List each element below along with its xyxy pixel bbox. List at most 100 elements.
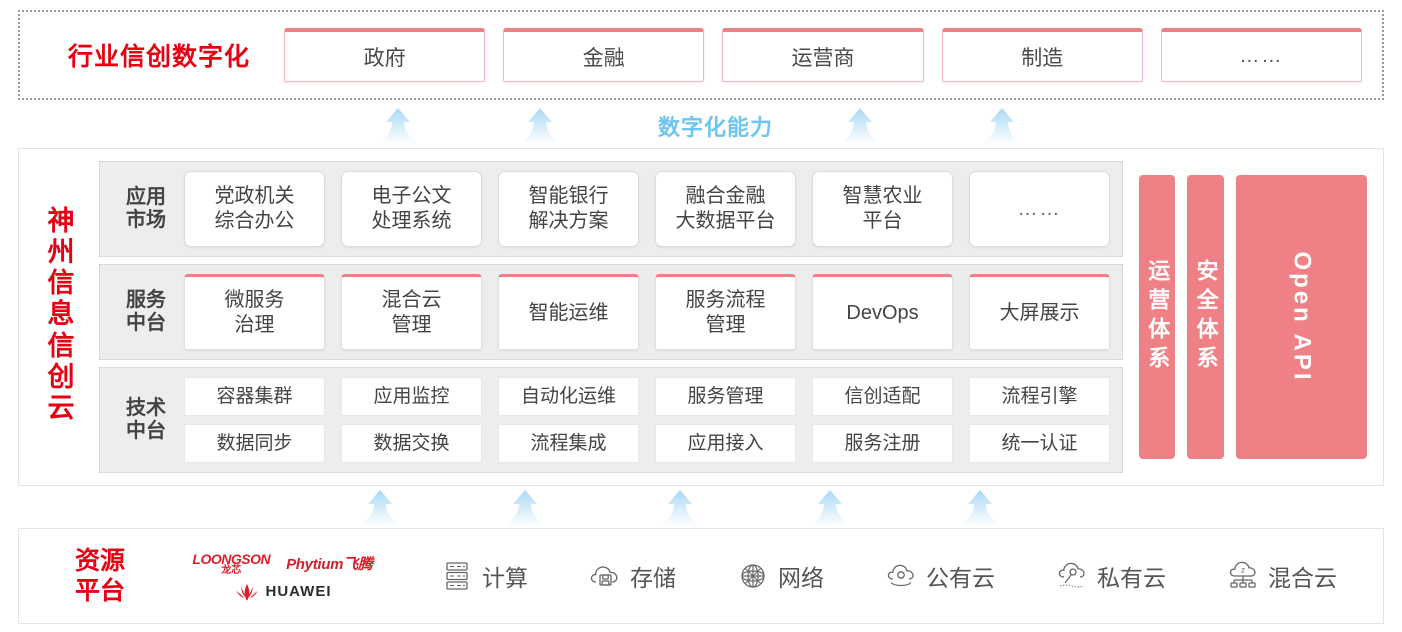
vtitle-char: 息 xyxy=(47,299,75,330)
pillar-open-api[interactable]: Open API xyxy=(1235,175,1367,459)
svc-cell-intelligent-ops[interactable]: 智能运维 xyxy=(498,274,639,351)
tech-cell-app-access[interactable]: 应用接入 xyxy=(655,424,796,463)
up-arrow-icon xyxy=(518,106,562,146)
tech-cell-app-monitoring[interactable]: 应用监控 xyxy=(341,377,482,417)
up-arrow-icon xyxy=(376,106,420,146)
capability-arrow-strip: 数字化能力 xyxy=(18,104,1384,146)
band-service-platform: 服务 中台 微服务治理 混合云管理 智能运维 服务流程管理 DevOps 大屏展… xyxy=(99,264,1123,361)
tech-cell-process-engine[interactable]: 流程引擎 xyxy=(969,377,1110,417)
resource-item-private-cloud[interactable]: 私有云 xyxy=(1055,559,1166,593)
band-label-line: 应用 xyxy=(126,186,166,209)
huawei-flower-icon xyxy=(234,583,260,601)
resource-item-label: 公有云 xyxy=(926,565,995,591)
band-label-technical-platform: 技术 中台 xyxy=(112,377,180,463)
industry-band-title: 行业信创数字化 xyxy=(67,43,250,71)
app-cell-party-government-office[interactable]: 党政机关综合办公 xyxy=(184,171,325,248)
vtitle-char: 信 xyxy=(47,268,75,299)
loongson-logo: LOONGSON 龙芯 xyxy=(192,552,270,576)
resource-title-line: 平台 xyxy=(74,577,125,605)
band-label-service-platform: 服务 中台 xyxy=(112,274,180,350)
huawei-logo: HUAWEI xyxy=(234,583,332,601)
resource-item-network[interactable]: 网络 xyxy=(736,559,824,593)
phytium-logo: Phytium飞腾 xyxy=(286,556,373,573)
pillar-operations-system[interactable]: 运营体系 xyxy=(1139,175,1176,459)
resource-item-label: 网络 xyxy=(778,565,824,591)
tech-cell-container-cluster[interactable]: 容器集群 xyxy=(184,377,325,417)
technical-platform-row-2: 数据同步 数据交换 流程集成 应用接入 服务注册 统一认证 xyxy=(184,424,1110,463)
tech-cell-automated-ops[interactable]: 自动化运维 xyxy=(498,377,639,417)
resource-item-hybrid-cloud[interactable]: z 混合云 xyxy=(1226,559,1337,593)
app-cell-finance-bigdata-platform[interactable]: 融合金融大数据平台 xyxy=(655,171,796,248)
resource-item-public-cloud[interactable]: 公有云 xyxy=(884,559,995,593)
pillar-list: 运营体系 安全体系 Open API xyxy=(1123,157,1373,477)
band-label-line: 市场 xyxy=(126,209,166,232)
vtitle-char: 神 xyxy=(47,205,75,236)
app-cell-smart-agriculture-platform[interactable]: 智慧农业平台 xyxy=(812,171,953,248)
tech-cell-xinchuang-adaptation[interactable]: 信创适配 xyxy=(812,377,953,417)
cloud-platform-panel: 神 州 信 息 信 创 云 应用 市场 党政机关综合办公 电子公文处理系统 智能… xyxy=(18,148,1384,486)
svc-cell-microservice-governance[interactable]: 微服务治理 xyxy=(184,274,325,351)
tech-cell-process-integration[interactable]: 流程集成 xyxy=(498,424,639,463)
svc-cell-service-process-management[interactable]: 服务流程管理 xyxy=(655,274,796,351)
pillar-label: 安全体系 xyxy=(1193,259,1219,375)
band-label-application-market: 应用 市场 xyxy=(112,171,180,247)
band-label-line: 中台 xyxy=(126,420,166,443)
app-cell-more[interactable]: …… xyxy=(969,171,1110,248)
public-cloud-icon xyxy=(884,559,918,593)
tech-cell-service-registry[interactable]: 服务注册 xyxy=(812,424,953,463)
cloud-vertical-title: 神 州 信 息 信 创 云 xyxy=(23,157,99,477)
loongson-logo-subtext: 龙芯 xyxy=(221,564,242,576)
resource-item-storage[interactable]: 存储 xyxy=(588,559,676,593)
service-platform-cells: 微服务治理 混合云管理 智能运维 服务流程管理 DevOps 大屏展示 xyxy=(184,274,1110,351)
industry-box-government[interactable]: 政府 xyxy=(284,28,486,82)
resource-item-label: 私有云 xyxy=(1097,565,1166,591)
industry-band: 行业信创数字化 政府 金融 运营商 制造 …… xyxy=(18,10,1384,100)
huawei-logo-text: HUAWEI xyxy=(265,583,332,600)
technical-platform-row-1: 容器集群 应用监控 自动化运维 服务管理 信创适配 流程引擎 xyxy=(184,377,1110,417)
up-arrow-icon xyxy=(358,488,402,528)
industry-box-list: 政府 金融 运营商 制造 …… xyxy=(284,28,1368,82)
app-cell-edoc-system[interactable]: 电子公文处理系统 xyxy=(341,171,482,248)
resource-arrow-strip xyxy=(18,488,1384,528)
svc-cell-hybrid-cloud-management[interactable]: 混合云管理 xyxy=(341,274,482,351)
band-label-line: 技术 xyxy=(126,397,166,420)
vendor-logo-row: LOONGSON 龙芯 Phytium飞腾 xyxy=(192,552,372,576)
tech-cell-service-management[interactable]: 服务管理 xyxy=(655,377,796,417)
resource-platform-panel: 资源 平台 LOONGSON 龙芯 Phytium飞腾 xyxy=(18,528,1384,624)
resource-item-label: 计算 xyxy=(482,565,528,591)
industry-box-more[interactable]: …… xyxy=(1160,28,1363,82)
resource-item-list: 计算 存储 xyxy=(400,559,1367,593)
server-rack-icon xyxy=(440,559,474,593)
vtitle-char: 云 xyxy=(47,392,75,423)
industry-box-finance[interactable]: 金融 xyxy=(503,28,705,82)
up-arrow-icon xyxy=(980,106,1024,146)
pillar-security-system[interactable]: 安全体系 xyxy=(1187,175,1224,459)
application-market-cells: 党政机关综合办公 电子公文处理系统 智能银行解决方案 融合金融大数据平台 智慧农… xyxy=(184,171,1110,248)
resource-item-label: 存储 xyxy=(630,565,676,591)
svc-cell-devops[interactable]: DevOps xyxy=(812,274,953,351)
resource-item-label: 混合云 xyxy=(1268,565,1337,591)
pillar-label: Open API xyxy=(1288,251,1316,383)
vtitle-char: 创 xyxy=(47,361,75,392)
cloud-storage-icon xyxy=(588,559,622,593)
capability-label: 数字化能力 xyxy=(658,115,774,140)
tech-cell-data-exchange[interactable]: 数据交换 xyxy=(341,424,482,463)
loongson-logo-text: LOONGSON xyxy=(192,550,271,567)
band-technical-platform: 技术 中台 容器集群 应用监控 自动化运维 服务管理 信创适配 流程引擎 数据同… xyxy=(99,367,1123,473)
industry-box-operator[interactable]: 运营商 xyxy=(722,28,924,82)
industry-box-manufacturing[interactable]: 制造 xyxy=(941,28,1143,82)
cloud-band-list: 应用 市场 党政机关综合办公 电子公文处理系统 智能银行解决方案 融合金融大数据… xyxy=(99,157,1123,477)
svc-cell-dashboard-display[interactable]: 大屏展示 xyxy=(969,274,1110,351)
tech-cell-unified-auth[interactable]: 统一认证 xyxy=(969,424,1110,463)
private-cloud-icon xyxy=(1055,559,1089,593)
resource-item-compute[interactable]: 计算 xyxy=(440,559,528,593)
tech-cell-data-sync[interactable]: 数据同步 xyxy=(184,424,325,463)
app-cell-smart-bank-solution[interactable]: 智能银行解决方案 xyxy=(498,171,639,248)
technical-platform-cells: 容器集群 应用监控 自动化运维 服务管理 信创适配 流程引擎 数据同步 数据交换… xyxy=(184,377,1110,463)
vtitle-char: 州 xyxy=(47,237,75,268)
up-arrow-icon xyxy=(808,488,852,528)
resource-platform-title: 资源 平台 xyxy=(35,546,165,606)
band-application-market: 应用 市场 党政机关综合办公 电子公文处理系统 智能银行解决方案 融合金融大数据… xyxy=(99,161,1123,258)
up-arrow-icon xyxy=(838,106,882,146)
